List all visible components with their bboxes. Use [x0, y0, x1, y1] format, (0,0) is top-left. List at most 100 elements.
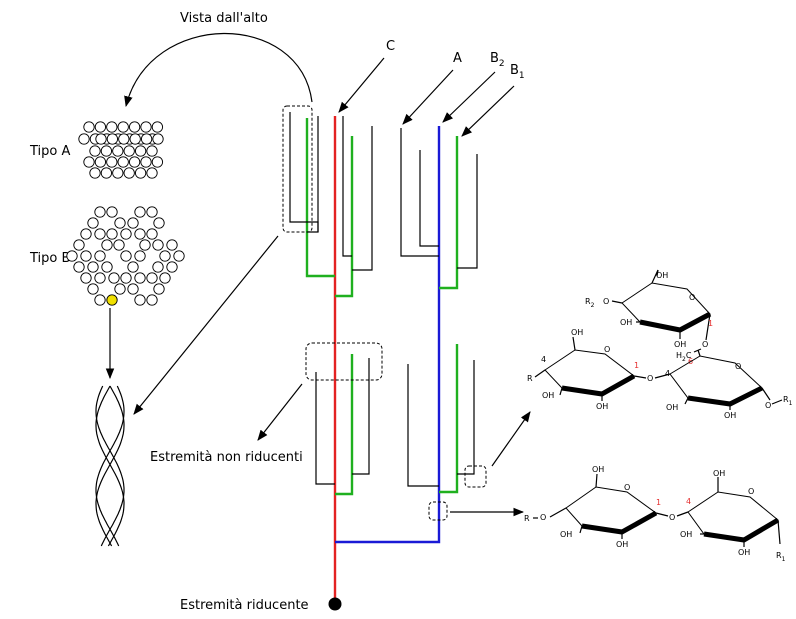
highlight-box-alpha16 [464, 465, 487, 488]
helix-circle [80, 272, 92, 284]
chain-b1-label: B1 [510, 63, 525, 81]
helix-circle [153, 217, 165, 229]
helix-circle [95, 133, 107, 145]
helix-circle [146, 228, 158, 240]
chain-a-label: A [453, 51, 462, 66]
helix-circle [89, 145, 101, 157]
helix-circle [129, 133, 141, 145]
svg-text:OH: OH [596, 402, 608, 411]
helix-circle [112, 145, 124, 157]
helix-circle [94, 272, 106, 284]
svg-text:1: 1 [634, 361, 639, 370]
helix-circle [100, 145, 113, 157]
svg-text:OH: OH [738, 548, 750, 557]
helix-circle [89, 167, 101, 179]
svg-text:O: O [689, 293, 695, 302]
helix-circle [152, 133, 164, 145]
helix-circle [140, 156, 152, 168]
helix-circle [94, 206, 106, 218]
helix-circle [66, 250, 78, 262]
svg-text:OH: OH [560, 530, 572, 539]
helix-circle [117, 156, 129, 168]
helix-link-arrow [133, 235, 279, 415]
svg-text:O: O [540, 513, 546, 522]
helix-circle [146, 145, 158, 157]
helix-circle [87, 283, 99, 295]
helix-circle [113, 239, 125, 251]
helix-circle [80, 228, 92, 240]
helix-circle [173, 250, 185, 262]
svg-text:1: 1 [708, 319, 713, 328]
non-reducing-arrow [257, 383, 303, 441]
helix-circle [120, 272, 132, 284]
chain-b2-label: B2 [490, 51, 505, 69]
helix-circle [152, 261, 164, 273]
svg-text:OH: OH [666, 403, 678, 412]
helix-circle [146, 272, 158, 284]
svg-text:O: O [603, 297, 609, 306]
helix-circle [151, 121, 164, 133]
type-b-packing [66, 206, 185, 306]
chain-a-arrow [402, 69, 454, 125]
top-view-label: Vista dall'alto [180, 11, 268, 26]
helix-circle [166, 239, 178, 251]
type-a-packing [78, 121, 164, 179]
helix-circle [118, 133, 130, 145]
helix-circle [106, 121, 118, 133]
svg-text:O: O [669, 513, 675, 522]
helix-circle [94, 156, 107, 168]
highlight-box-helix [282, 105, 313, 233]
svg-text:O: O [647, 374, 653, 383]
alpha-1-4-structure: OH O O R 1 O OH OH OH 4 O OH OH R1 [524, 465, 786, 563]
helix-circle [120, 250, 132, 262]
helix-circle [146, 167, 158, 179]
helix-circle [117, 121, 129, 133]
helix-circle [94, 228, 106, 240]
svg-text:OH: OH [724, 411, 736, 420]
helix-circle [106, 206, 118, 218]
helix-circle [101, 261, 113, 273]
helix-circle [146, 294, 158, 306]
helix-circle [78, 133, 90, 145]
svg-text:H2C: H2C [676, 351, 692, 363]
helix-circle [151, 156, 164, 168]
helix-circle [123, 167, 135, 179]
svg-text:O: O [624, 483, 630, 492]
svg-text:R2: R2 [585, 297, 595, 309]
helix-circle [159, 250, 171, 262]
svg-text:OH: OH [680, 530, 692, 539]
branch-tree [282, 105, 487, 600]
svg-text:OH: OH [713, 469, 725, 478]
svg-text:4: 4 [686, 497, 691, 506]
reducing-end-dot [328, 597, 342, 611]
helix-circle [73, 239, 85, 251]
reducing-end-label: Estremità riducente [180, 598, 309, 613]
helix-circle [146, 206, 158, 218]
type-b-label: Tipo B [29, 251, 70, 266]
helix-circle [106, 156, 118, 168]
type-a-label: Tipo A [29, 144, 70, 159]
helix-circle [139, 239, 151, 251]
svg-text:OH: OH [656, 271, 668, 280]
alpha16-structure-arrow [491, 411, 531, 467]
svg-text:4: 4 [665, 369, 670, 378]
helix-circle [87, 261, 99, 273]
svg-text:O: O [702, 340, 708, 349]
helix-circle [101, 239, 113, 251]
helix-circle [140, 121, 152, 133]
svg-text:R: R [524, 514, 530, 523]
svg-text:4: 4 [541, 355, 546, 364]
svg-text:OH: OH [674, 340, 686, 349]
helix-circle [134, 167, 147, 179]
svg-text:O: O [765, 401, 771, 410]
helix-circle [152, 239, 164, 251]
svg-text:O: O [748, 487, 754, 496]
svg-text:O: O [604, 345, 610, 354]
svg-text:R: R [527, 374, 533, 383]
helix-circle [120, 228, 132, 240]
svg-text:R1: R1 [783, 395, 793, 407]
helix-circle [134, 250, 146, 262]
helix-circle [100, 167, 113, 179]
double-helix-icon [95, 385, 125, 547]
